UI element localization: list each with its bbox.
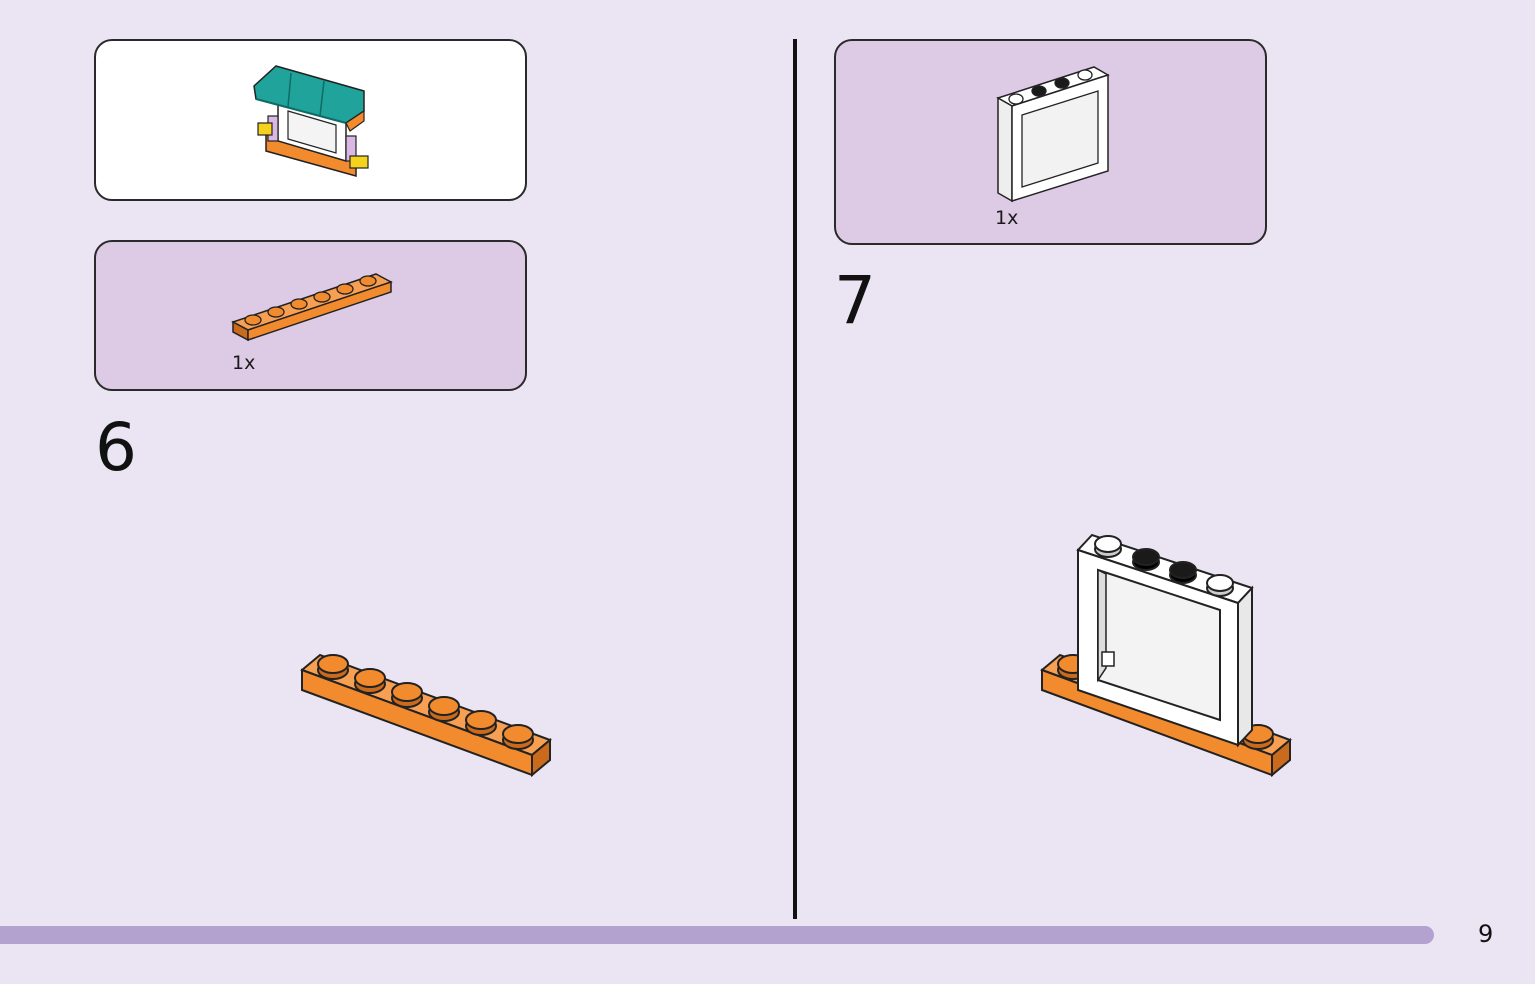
step-6-number: 6 (95, 409, 137, 486)
step-6-parts-panel: 1x (94, 240, 527, 391)
orange-plate-1x6-part-icon (231, 273, 393, 342)
white-window-frame-part-icon (996, 66, 1110, 203)
part-quantity-label: 1x (232, 352, 256, 374)
page-number: 9 (1478, 920, 1494, 948)
step-6-orange-plate-illustration (300, 653, 552, 778)
step-7-parts-panel: 1x (834, 39, 1267, 245)
instruction-progress-bar (0, 926, 1434, 944)
step-7-window-on-plate-illustration (1040, 533, 1292, 778)
part-quantity-label: 1x (995, 207, 1019, 229)
page-divider (793, 39, 797, 919)
window-awning-assembly-illustration (253, 65, 369, 177)
step-7-number: 7 (834, 262, 876, 339)
subassembly-reference-panel (94, 39, 527, 201)
